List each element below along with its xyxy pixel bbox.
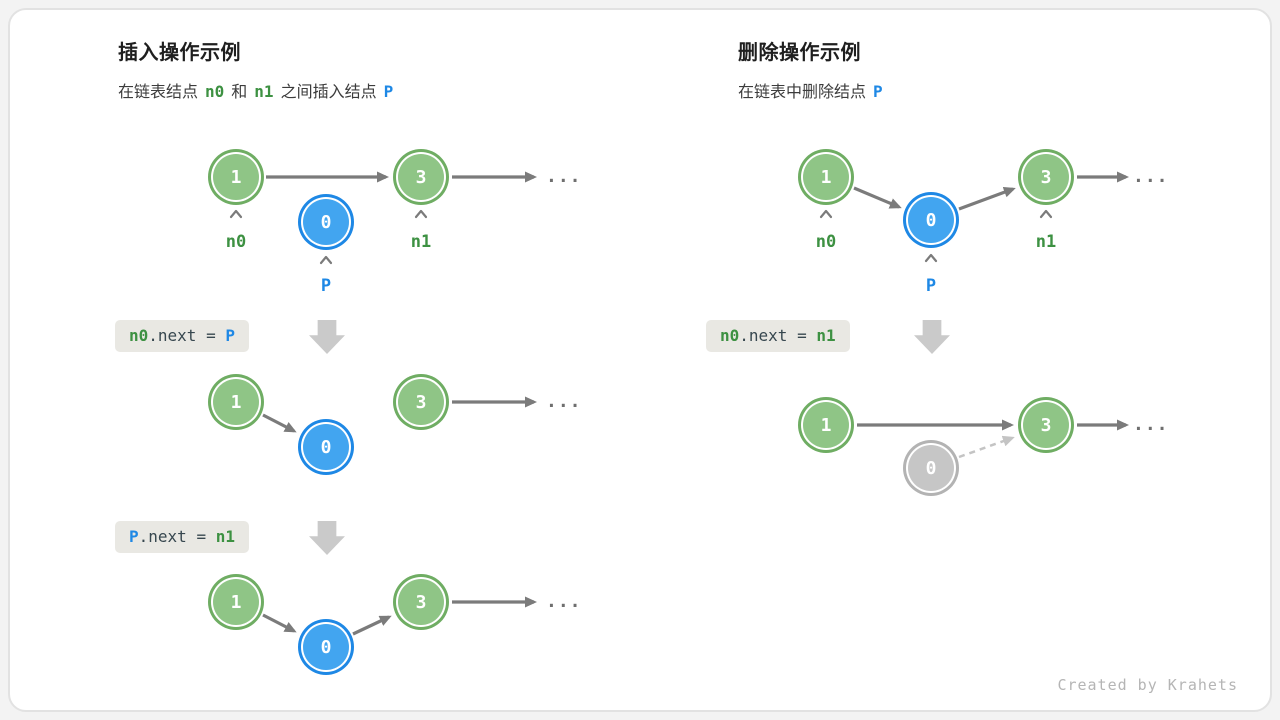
code-ref-n0: n0 xyxy=(205,82,225,101)
node-0: 0 xyxy=(303,424,349,470)
code-n0-next-n1: n0.next = n1 xyxy=(706,320,850,352)
node-3: 3 xyxy=(1023,154,1069,200)
node-value: 3 xyxy=(415,591,427,613)
pointer-label-n1: n1 xyxy=(1035,232,1057,252)
node-value: 0 xyxy=(925,209,937,231)
node-3: 3 xyxy=(398,579,444,625)
node-value: 1 xyxy=(820,166,832,188)
code-ref-p: P xyxy=(873,82,883,101)
node-0: 0 xyxy=(303,624,349,670)
pointer-label-n0: n0 xyxy=(225,232,247,252)
node-value: 3 xyxy=(1040,414,1052,436)
node-0-removed: 0 xyxy=(908,445,954,491)
caret-up-icon xyxy=(318,252,334,265)
caret-up-icon xyxy=(413,206,429,219)
code-token: n0 xyxy=(720,326,740,345)
code-p-next-n1: P.next = n1 xyxy=(115,521,249,553)
pointer-label-n1: n1 xyxy=(410,232,432,252)
code-ref-p: P xyxy=(383,82,394,101)
ellipsis: ... xyxy=(546,591,582,612)
code-token: P xyxy=(225,326,235,345)
node-1: 1 xyxy=(803,154,849,200)
code-token: .next = xyxy=(138,527,216,546)
node-value: 1 xyxy=(230,591,242,613)
node-value: 1 xyxy=(230,391,242,413)
insert-subtitle: 在链表结点 n0 和 n1 之间插入结点 P xyxy=(118,80,400,105)
subtitle-text: 之间插入结点 xyxy=(280,84,377,101)
node-value: 3 xyxy=(1040,166,1052,188)
delete-section-title: 删除操作示例 xyxy=(738,42,861,64)
node-1: 1 xyxy=(213,379,259,425)
node-1: 1 xyxy=(213,579,259,625)
node-3: 3 xyxy=(1023,402,1069,448)
caret-up-icon xyxy=(923,250,939,263)
node-value: 3 xyxy=(415,166,427,188)
card-background xyxy=(8,8,1272,712)
subtitle-text: 在链表结点 xyxy=(118,84,199,101)
node-0: 0 xyxy=(908,197,954,243)
node-value: 0 xyxy=(320,211,332,233)
node-3: 3 xyxy=(398,154,444,200)
subtitle-text: 和 xyxy=(231,84,248,101)
insert-section-title: 插入操作示例 xyxy=(118,42,241,64)
ellipsis: ... xyxy=(546,391,582,412)
code-token: n0 xyxy=(129,326,149,345)
node-1: 1 xyxy=(803,402,849,448)
code-token: n1 xyxy=(816,326,836,345)
caret-up-icon xyxy=(228,206,244,219)
pointer-label-n0: n0 xyxy=(815,232,837,252)
pointer-label-p: P xyxy=(320,276,332,296)
node-value: 0 xyxy=(320,636,332,658)
node-value: 1 xyxy=(230,166,242,188)
delete-subtitle: 在链表中删除结点 P xyxy=(738,80,890,105)
code-n0-next-p: n0.next = P xyxy=(115,320,249,352)
watermark: Created by Krahets xyxy=(1057,676,1238,694)
ellipsis: ... xyxy=(1133,166,1169,187)
code-token: .next = xyxy=(739,326,817,345)
ellipsis: ... xyxy=(546,166,582,187)
code-token: n1 xyxy=(215,527,235,546)
caret-up-icon xyxy=(818,206,834,219)
node-0: 0 xyxy=(303,199,349,245)
ellipsis: ... xyxy=(1133,414,1169,435)
code-token: P xyxy=(129,527,139,546)
pointer-label-p: P xyxy=(925,276,937,296)
node-value: 0 xyxy=(320,436,332,458)
node-value: 0 xyxy=(925,457,937,479)
subtitle-text: 在链表中删除结点 xyxy=(738,84,867,101)
code-token: .next = xyxy=(148,326,226,345)
node-1: 1 xyxy=(213,154,259,200)
node-3: 3 xyxy=(398,379,444,425)
caret-up-icon xyxy=(1038,206,1054,219)
code-ref-n1: n1 xyxy=(254,82,274,101)
node-value: 1 xyxy=(820,414,832,436)
node-value: 3 xyxy=(415,391,427,413)
